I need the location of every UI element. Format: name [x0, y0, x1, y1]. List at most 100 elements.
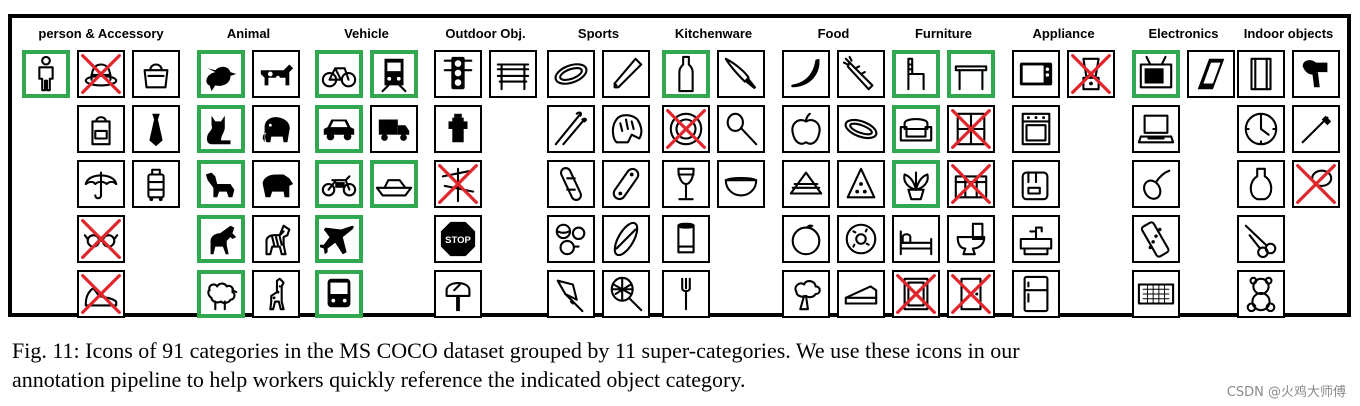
category-icon-cell — [662, 160, 710, 208]
category-icon-cell — [782, 215, 830, 263]
category-icon-cell — [77, 160, 125, 208]
supercategory-header: Outdoor Obj. — [445, 26, 526, 41]
category-icon-cell — [547, 50, 595, 98]
refrigerator-icon — [1023, 275, 1049, 313]
bird-icon — [206, 66, 237, 92]
category-icon-cell — [1187, 50, 1235, 98]
category-icon-cell — [1012, 50, 1060, 98]
hat-icon — [84, 63, 118, 87]
potted-plant-icon — [903, 171, 929, 201]
category-icon-cell — [892, 50, 940, 98]
category-icon-cell — [197, 270, 245, 318]
blender-icon — [1082, 57, 1100, 91]
category-icon-cell — [252, 270, 300, 318]
category-icon-cell — [602, 50, 650, 98]
book-icon — [1250, 57, 1272, 91]
category-icon-cell: STOP — [434, 215, 482, 263]
category-icon-cell — [1132, 270, 1180, 318]
category-icon-cell — [252, 50, 300, 98]
toothbrush-icon — [1301, 115, 1332, 144]
category-icon-cell — [662, 215, 710, 263]
category-icon-cell — [1012, 270, 1060, 318]
bottle-icon — [678, 55, 694, 93]
stop-sign-label: STOP — [445, 235, 471, 246]
cell-phone-icon — [1197, 58, 1225, 90]
category-icon-cell — [132, 160, 180, 208]
stop-sign-icon: STOP — [440, 221, 476, 257]
figure-caption: Fig. 11: Icons of 91 categories in the M… — [12, 336, 1350, 394]
category-icon-cell — [315, 105, 363, 153]
category-icon-cell — [315, 270, 363, 318]
category-icon-cell — [782, 105, 830, 153]
category-icon-cell — [1132, 50, 1180, 98]
snowboard-icon — [559, 167, 583, 201]
dining-table-icon — [954, 65, 988, 91]
couch-icon — [899, 117, 933, 142]
scissors-icon — [1244, 224, 1277, 258]
category-icon-cell — [947, 215, 995, 263]
caption-line-1: Fig. 11: Icons of 91 categories in the M… — [12, 338, 1020, 363]
fire-hydrant-icon — [448, 113, 468, 143]
category-icon-cell — [315, 50, 363, 98]
hairbrush-icon — [1301, 169, 1333, 199]
category-icon-cell — [197, 215, 245, 263]
plate-icon — [669, 112, 703, 146]
car-icon — [323, 119, 355, 141]
category-icon-cell — [370, 160, 418, 208]
broccoli-icon — [794, 280, 821, 311]
category-icon-cell — [1132, 105, 1180, 153]
category-icon-cell — [197, 160, 245, 208]
category-icon-cell — [1237, 105, 1285, 153]
supercategory-header: Appliance — [1032, 26, 1095, 41]
wine-glass-icon — [677, 167, 695, 201]
sheep-icon — [207, 282, 238, 311]
supercategory-header: Electronics — [1148, 26, 1219, 41]
sink-icon — [1019, 226, 1053, 256]
category-icon-cell — [602, 105, 650, 153]
category-icon-cell — [132, 50, 180, 98]
tennis-racket-icon — [610, 276, 643, 312]
category-icon-cell — [947, 105, 995, 153]
category-icon-cell — [370, 50, 418, 98]
knife-icon — [724, 57, 757, 90]
pizza-icon — [846, 167, 876, 199]
surfboard-icon — [613, 221, 639, 257]
category-icon-cell — [434, 50, 482, 98]
skis-icon — [554, 111, 587, 146]
category-icon-cell — [547, 160, 595, 208]
apple-icon — [791, 112, 821, 145]
category-icon-cell — [947, 50, 995, 98]
parking-meter-icon — [445, 282, 471, 312]
category-icon-cell — [315, 215, 363, 263]
category-icon-cell — [1292, 105, 1340, 153]
category-icon-cell — [22, 50, 70, 98]
umbrella-icon — [84, 171, 118, 200]
supercategory-header: Kitchenware — [674, 26, 753, 41]
spoon-icon — [726, 112, 758, 146]
category-icon-cell — [717, 160, 765, 208]
watermark: CSDN @火鸡大师傅 — [1226, 385, 1346, 400]
cup-icon — [677, 222, 695, 254]
category-icon-cell — [315, 160, 363, 208]
category-icon-cell — [837, 215, 885, 263]
category-icon-cell — [662, 50, 710, 98]
laptop-icon — [1137, 114, 1175, 144]
category-icon-cell — [1067, 50, 1115, 98]
airplane-icon — [320, 225, 354, 255]
bowl-icon — [724, 177, 758, 197]
supercategory-header: Vehicle — [344, 26, 389, 41]
train-icon — [381, 58, 407, 93]
category-icon-cell — [370, 105, 418, 153]
category-icon-cell — [1237, 160, 1285, 208]
caption-line-2: annotation pipeline to help workers quic… — [12, 367, 746, 392]
donut-icon — [845, 223, 877, 255]
sports-ball-icon — [555, 223, 586, 256]
shoe-icon — [84, 287, 118, 307]
bicycle-icon — [321, 67, 357, 88]
microwave-icon — [1019, 62, 1053, 86]
supercategory-header: person & Accessory — [38, 26, 164, 41]
cake-icon — [844, 285, 878, 305]
category-icon-cell — [837, 270, 885, 318]
category-icon-cell — [837, 105, 885, 153]
category-icon-cell — [602, 215, 650, 263]
